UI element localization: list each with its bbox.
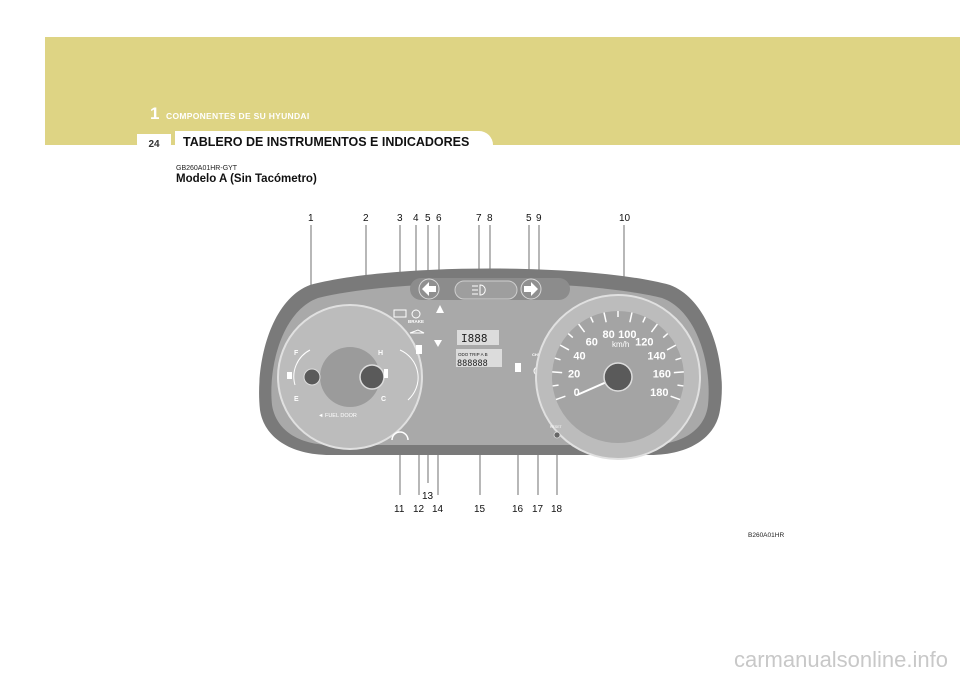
callout-bottom-17: 17 [532, 504, 544, 515]
section-title: TABLERO DE INSTRUMENTOS E INDICADORES [183, 135, 470, 149]
speed-tick [670, 395, 681, 401]
callout-bottom-16: 16 [512, 504, 524, 515]
lcd-top-digits: I888 [461, 332, 488, 345]
chapter-number: 1 [150, 104, 160, 123]
brake-icon [411, 309, 421, 319]
callout-top-9: 9 [536, 213, 542, 224]
speed-tick [662, 333, 669, 339]
speed-label-120: 120 [635, 337, 653, 349]
door-ajar-icon [416, 345, 422, 354]
lcd-display-bottom [456, 349, 502, 367]
callout-top-1: 1 [308, 213, 314, 224]
callout-bottom-15: 15 [474, 504, 486, 515]
battery-icon [393, 309, 407, 318]
reset-label: RESET [550, 425, 563, 429]
fuel-full-label: F [294, 350, 299, 357]
speed-label-60: 60 [586, 337, 598, 349]
section-tab [175, 131, 493, 157]
speed-tick [555, 395, 566, 401]
speed-unit: km/h [612, 340, 629, 349]
speed-tick [577, 323, 586, 333]
speed-label-0: 0 [574, 387, 580, 399]
speed-tick [552, 371, 563, 374]
lcd-odometer-digits: 888888 [457, 359, 488, 369]
instrument-cluster-illustration: F E H C ◄ FUEL DOOR BRAKE I888 ODO TRIP … [259, 213, 722, 515]
fuel-gauge [293, 349, 311, 386]
fuel-low-icon [515, 363, 521, 372]
speed-tick [603, 312, 607, 323]
speed-label-20: 20 [568, 369, 580, 381]
speed-label-140: 140 [647, 351, 665, 363]
callout-top-8: 8 [487, 213, 493, 224]
speedometer-hub [603, 362, 633, 392]
model-title: Modelo A (Sin Tacómetro) [176, 173, 317, 185]
cruise-icon [391, 431, 409, 441]
temp-hot-label: H [378, 350, 383, 357]
left-gauge-center [320, 347, 380, 407]
fuel-gauge-hub [303, 368, 321, 386]
speed-label-40: 40 [573, 351, 585, 363]
temp-cold-label: C [381, 396, 386, 403]
speed-tick [666, 344, 677, 351]
callout-bottom-13: 13 [422, 491, 434, 502]
speed-label-100: 100 [618, 329, 636, 341]
speed-tick [673, 371, 684, 374]
callout-top-7: 7 [476, 213, 482, 224]
callout-top-5: 5 [526, 213, 532, 224]
speed-tick [677, 384, 684, 387]
speed-tick [650, 323, 659, 333]
speed-ticks [552, 311, 684, 401]
high-beam-window [454, 280, 518, 300]
callout-bottom-14: 14 [432, 504, 444, 515]
high-beam-icon [472, 284, 486, 296]
temp-gauge-hub [359, 364, 385, 390]
lcd-odo-trip: ODO TRIP A B [458, 352, 488, 357]
brake-label: BRAKE [408, 319, 424, 324]
trip-reset-button [553, 431, 561, 439]
left-arrow-icon [422, 282, 436, 296]
callout-bottom-11: 11 [394, 504, 405, 515]
speed-tick [552, 384, 559, 387]
reference-code: GB260A01HR-GYT [176, 165, 238, 172]
callout-bottom-12: 12 [413, 504, 425, 515]
speed-tick [642, 316, 646, 323]
speed-label-160: 160 [653, 369, 671, 381]
speed-tick [629, 312, 633, 323]
figure-code: B260A01HR [748, 532, 785, 539]
lcd-display-top [457, 330, 499, 345]
oil-pressure-icon [409, 329, 425, 334]
callout-top-10: 10 [619, 213, 631, 224]
fuel-pump-icon [287, 372, 292, 379]
right-arrow-icon [524, 282, 538, 296]
callout-bottom-18: 18 [551, 504, 563, 515]
fuel-door-label: ◄ FUEL DOOR [318, 413, 357, 419]
bottom-callouts: 11 12 13 14 15 16 17 18 [394, 491, 563, 515]
callout-top-5: 5 [425, 213, 431, 224]
page-number: 24 [137, 134, 171, 154]
temp-icon [384, 369, 388, 378]
airbag-icon [436, 305, 444, 313]
speed-label-80: 80 [603, 329, 615, 341]
speed-tick [675, 357, 682, 361]
speed-label-180: 180 [650, 387, 668, 399]
speed-tick [590, 316, 594, 323]
chapter-title: COMPONENTES DE SU HYUNDAI [166, 111, 310, 121]
header-band [45, 37, 960, 145]
callout-top-6: 6 [436, 213, 442, 224]
fuel-empty-label: E [294, 396, 299, 403]
speed-tick [567, 333, 574, 339]
callout-top-3: 3 [397, 213, 403, 224]
callout-top-2: 2 [363, 213, 369, 224]
callout-top-4: 4 [413, 213, 419, 224]
speed-tick [559, 344, 570, 351]
speed-tick [554, 357, 561, 361]
watermark: carmanualsonline.info [733, 647, 948, 672]
seatbelt-icon [434, 340, 442, 347]
